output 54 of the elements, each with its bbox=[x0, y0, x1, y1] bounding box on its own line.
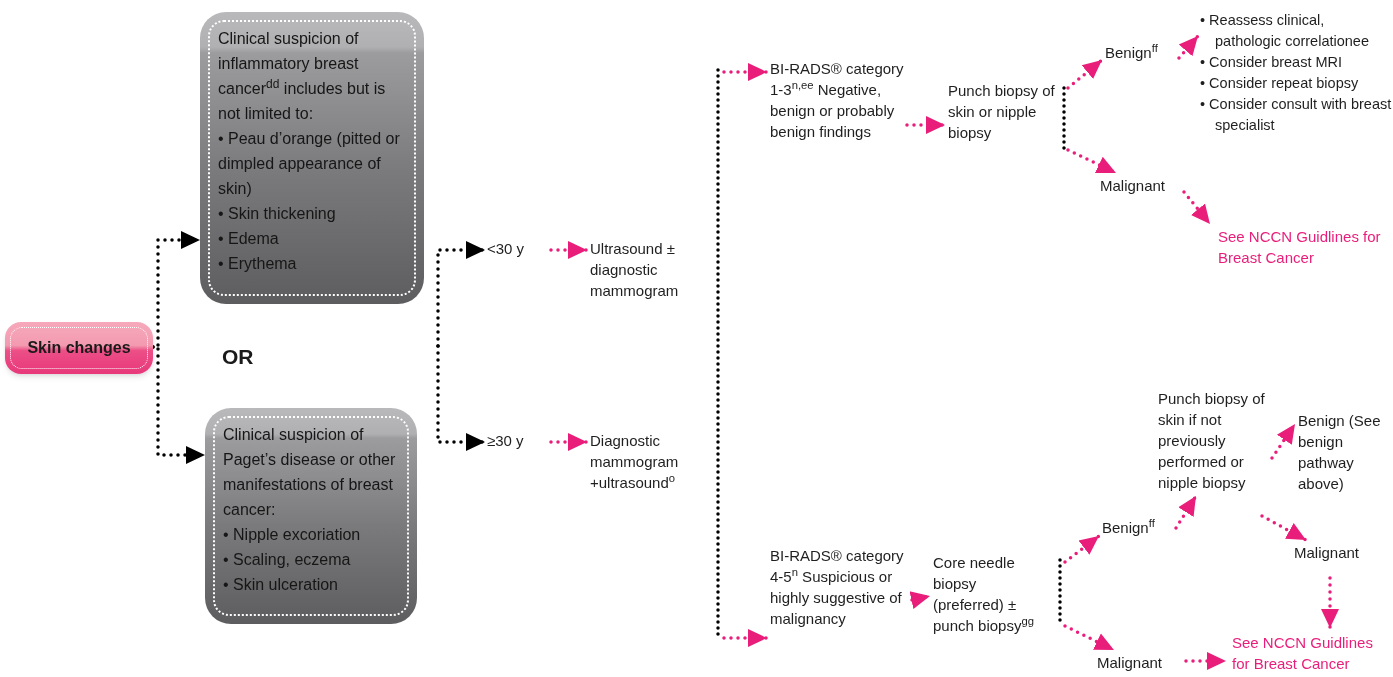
bullet-item: • Consider breast MRI bbox=[1200, 53, 1344, 72]
step-text: Punch biopsy of skin if not previously performed or nipple biopsy bbox=[1158, 388, 1276, 493]
arrow bbox=[722, 629, 769, 647]
arrow bbox=[151, 345, 207, 464]
step-text: Malignant bbox=[1097, 652, 1182, 673]
arrow bbox=[1177, 34, 1200, 60]
arrow bbox=[909, 591, 932, 609]
arrow bbox=[549, 433, 589, 451]
or-label: OR bbox=[222, 344, 254, 370]
bullet-item: • Reassess clinical, pathologic correlationee bbox=[1200, 11, 1370, 51]
bullet-item: • Scaling, eczema bbox=[223, 550, 352, 570]
arrow bbox=[1321, 576, 1339, 630]
arrow bbox=[1066, 58, 1104, 90]
arrow bbox=[549, 241, 589, 259]
node-text: Clinical suspicion of Paget’s disease or other manifestations of breast cancer: bbox=[223, 425, 397, 520]
bullet-item: • Nipple excoriation bbox=[223, 525, 362, 545]
bullet-item: • Consider consult with breast specialist bbox=[1200, 95, 1393, 135]
step-text: Malignant bbox=[1294, 542, 1379, 563]
arrow bbox=[1066, 148, 1118, 175]
step-text: Malignant bbox=[1100, 175, 1182, 196]
step-text: <30 y bbox=[487, 238, 549, 259]
bullet-item: • Consider repeat biopsy bbox=[1200, 74, 1360, 93]
step-text: Benign$^{ff}$ bbox=[1102, 517, 1174, 538]
step-text: ≥30 y bbox=[487, 430, 549, 451]
node-text: Clinical suspicion of inflammatory breast cancer$^{dd}$ includes but is not limited to: bbox=[218, 29, 387, 124]
condition-box bbox=[200, 12, 424, 304]
arrow bbox=[1182, 190, 1212, 226]
step-text: Core needle biopsy (preferred) ± punch biopsy$^{gg}$ bbox=[933, 552, 1051, 636]
arrow bbox=[436, 344, 487, 451]
arrow bbox=[1174, 494, 1198, 530]
arrow bbox=[1063, 534, 1101, 564]
arrow bbox=[1184, 652, 1228, 670]
start-box bbox=[5, 322, 153, 374]
arrow bbox=[905, 116, 947, 134]
node-text: Skin changes bbox=[27, 338, 131, 358]
arrow bbox=[1260, 514, 1308, 542]
condition-box bbox=[205, 408, 417, 624]
bullet-item: • Edema bbox=[218, 229, 280, 249]
bullet-item: • Skin thickening bbox=[218, 204, 337, 224]
reference-text: See NCCN Guidlines for Breast Cancer bbox=[1232, 632, 1392, 674]
step-text: BI-RADS® category 1-3$^{n,ee}$ Negative, benign or probably benign findings bbox=[770, 58, 905, 142]
step-text: Punch biopsy of skin or nipple biopsy bbox=[948, 80, 1056, 143]
step-text: Benign$^{ff}$ bbox=[1105, 42, 1177, 63]
step-text: Diagnostic mammogram +ultrasound$^{o}$ bbox=[590, 430, 716, 493]
step-text: Ultrasound ± diagnostic mammogram bbox=[590, 238, 712, 301]
step-text: Benign (See benign pathway above) bbox=[1298, 410, 1393, 494]
bullet-item: • Peau d’orange (pitted or dimpled appearance of skin) bbox=[218, 129, 401, 199]
arrow bbox=[1270, 422, 1297, 460]
bullet-item: • Erythema bbox=[218, 254, 298, 274]
bullet-item: • Skin ulceration bbox=[223, 575, 339, 595]
reference-text: See NCCN Guidlines for Breast Cancer bbox=[1218, 226, 1390, 268]
arrow bbox=[722, 63, 769, 81]
arrow bbox=[1063, 624, 1116, 652]
step-text: BI-RADS® category 4-5$^{n}$ Suspicious or highly suggestive of malignancy bbox=[770, 545, 910, 629]
